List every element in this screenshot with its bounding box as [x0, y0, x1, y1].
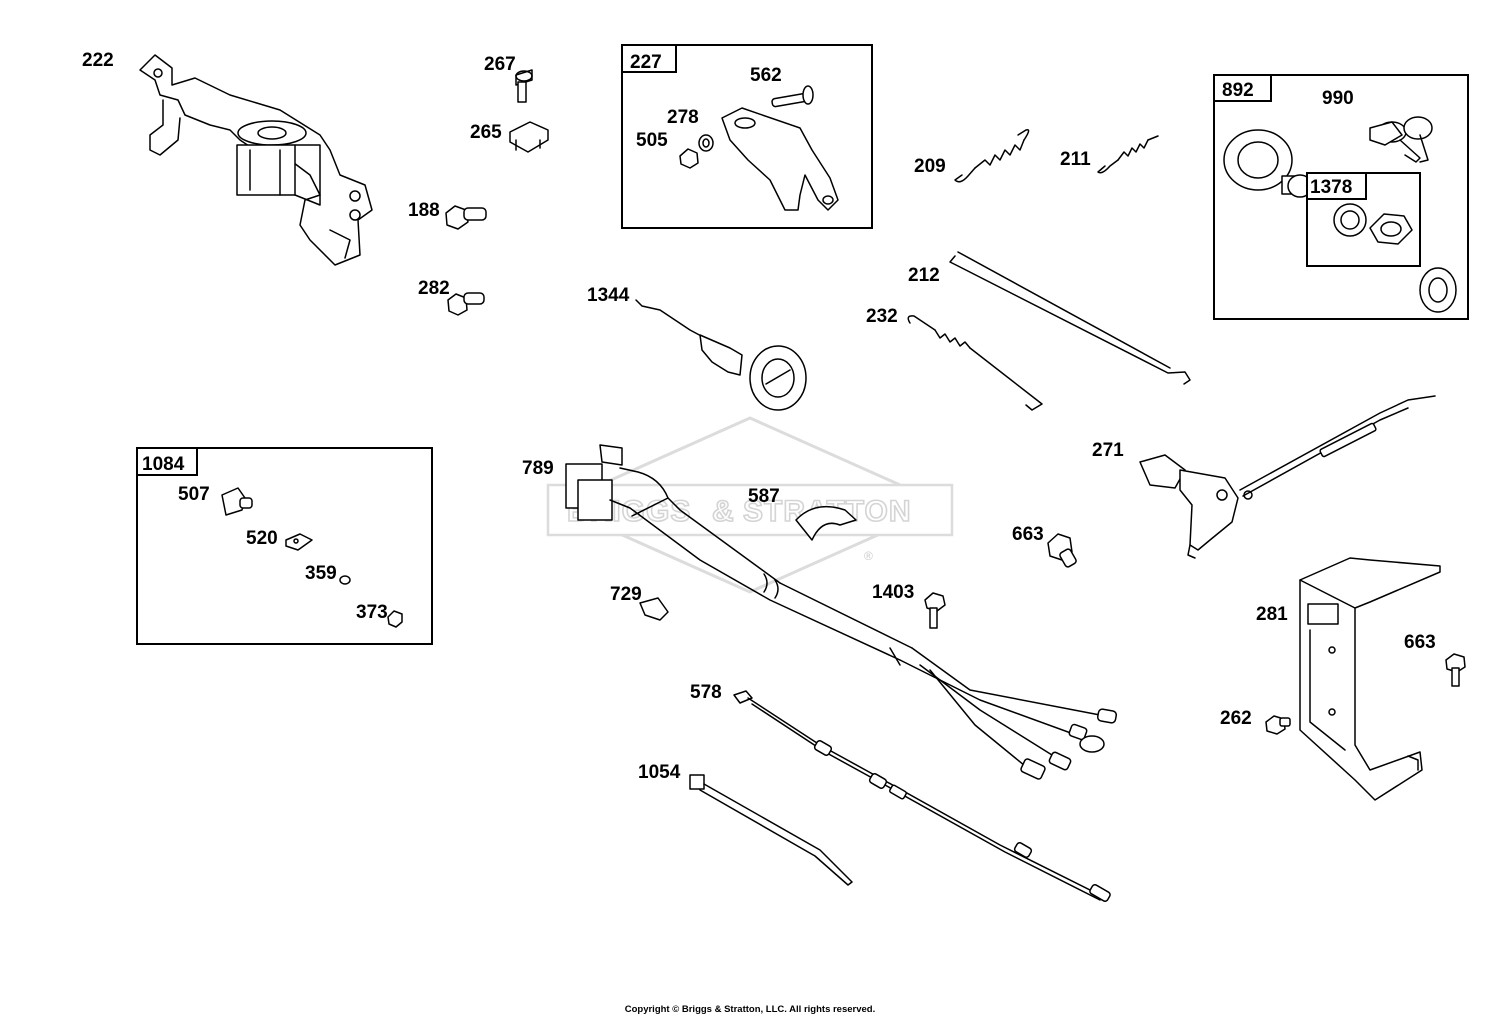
part-267-screw[interactable]: 267	[484, 54, 533, 103]
part-262-screw[interactable]: 262	[1220, 708, 1291, 735]
label-262: 262	[1220, 708, 1252, 729]
part-209-spring[interactable]: 209	[914, 128, 1030, 183]
part-587-clip[interactable]: 587	[748, 486, 857, 541]
label-209: 209	[914, 156, 946, 177]
label-789: 789	[522, 458, 554, 479]
part-271-throttle-control[interactable]: 271	[1092, 395, 1436, 559]
label-507: 507	[178, 484, 210, 505]
label-520: 520	[246, 528, 278, 549]
part-212-rod[interactable]: 212	[908, 251, 1191, 385]
label-1378: 1378	[1310, 177, 1352, 198]
label-562: 562	[750, 65, 782, 86]
label-281: 281	[1256, 604, 1288, 625]
part-282-bolt[interactable]: 282	[418, 278, 485, 316]
watermark-ampersand: &	[712, 495, 735, 528]
label-587: 587	[748, 486, 780, 507]
part-group-892-ignition-switch-kit[interactable]: 892 1378 990	[1213, 74, 1469, 320]
copyright-notice: Copyright © Briggs & Stratton, LLC. All …	[625, 1004, 876, 1015]
label-278: 278	[667, 107, 699, 128]
part-232-spring[interactable]: 232	[866, 306, 1043, 411]
label-1054: 1054	[638, 762, 681, 783]
label-1403: 1403	[872, 582, 914, 603]
label-1084: 1084	[142, 454, 185, 475]
label-990: 990	[1322, 88, 1354, 109]
part-578-wire[interactable]: 578	[690, 682, 1111, 902]
part-1054-cable-tie[interactable]: 1054	[638, 762, 853, 886]
label-505: 505	[636, 130, 668, 151]
label-211: 211	[1060, 149, 1091, 170]
label-232: 232	[866, 306, 898, 327]
label-578: 578	[690, 682, 722, 703]
part-222-solenoid-bracket[interactable]: 222	[82, 50, 373, 266]
part-group-227-bracket-kit[interactable]: 227 562 278 505	[621, 44, 873, 229]
label-265: 265	[470, 122, 502, 143]
label-729: 729	[610, 584, 642, 605]
part-211-spring[interactable]: 211	[1060, 135, 1159, 174]
part-663-bolt-center[interactable]: 663	[1012, 524, 1077, 568]
label-267: 267	[484, 54, 516, 75]
label-212: 212	[908, 265, 940, 286]
label-1344: 1344	[587, 285, 630, 306]
label-359: 359	[305, 563, 337, 584]
label-663-right: 663	[1404, 632, 1436, 653]
label-188: 188	[408, 200, 440, 221]
part-1344-choke-cable[interactable]: 1344	[587, 285, 807, 411]
part-663-bolt-right[interactable]: 663	[1404, 632, 1466, 687]
label-663-center: 663	[1012, 524, 1044, 545]
part-729-clip[interactable]: 729	[610, 584, 669, 621]
part-789-wire-harness[interactable]: 789	[522, 444, 1118, 780]
label-373: 373	[356, 602, 388, 623]
part-265-clip[interactable]: 265	[470, 121, 549, 153]
part-1403-screw[interactable]: 1403	[872, 582, 946, 629]
label-271: 271	[1092, 440, 1124, 461]
label-222: 222	[82, 50, 114, 71]
part-188-bolt[interactable]: 188	[408, 200, 487, 230]
label-892: 892	[1222, 80, 1254, 101]
label-282: 282	[418, 278, 450, 299]
part-group-1084-switch-kit[interactable]: 1084 507 520 359 373	[136, 447, 433, 645]
part-281-bracket[interactable]: 281	[1256, 557, 1441, 801]
watermark-registered-mark: ®	[864, 549, 873, 563]
label-227: 227	[630, 52, 662, 73]
